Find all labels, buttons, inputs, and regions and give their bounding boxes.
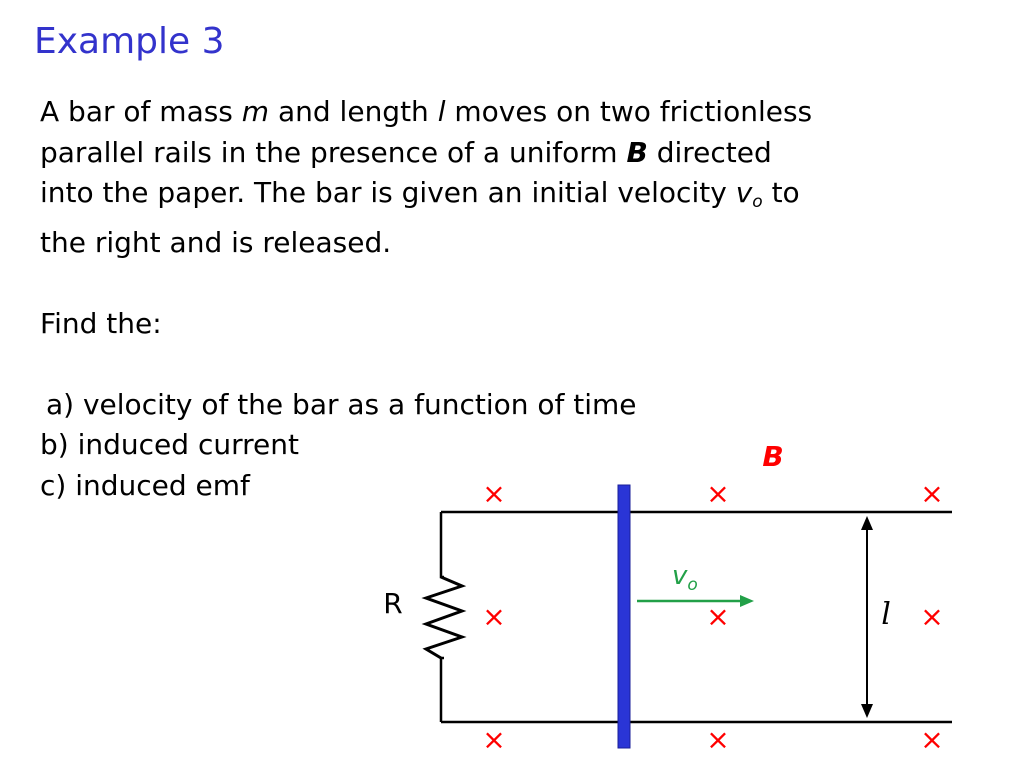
field-marker: × bbox=[706, 477, 729, 510]
field-marker: × bbox=[920, 477, 943, 510]
velocity-arrowhead bbox=[740, 595, 754, 607]
field-marker: × bbox=[482, 477, 505, 510]
mass-symbol: m bbox=[241, 95, 270, 128]
field-marker: × bbox=[482, 723, 505, 756]
left-wire-bottom bbox=[439, 656, 444, 722]
slide-title: Example 3 bbox=[34, 21, 225, 62]
field-symbol: B bbox=[626, 135, 648, 169]
statement-line-2: parallel rails in the presence of a unif… bbox=[40, 135, 772, 169]
sliding-bar bbox=[617, 484, 631, 749]
field-label: B bbox=[762, 440, 783, 473]
field-marker: × bbox=[920, 600, 943, 633]
question-item-a: a) velocity of the bar as a function of … bbox=[46, 387, 637, 421]
length-arrowhead-bottom bbox=[861, 704, 873, 718]
question-item-b: b) induced current bbox=[40, 428, 299, 461]
find-label: Find the: bbox=[40, 306, 162, 340]
resistor-label: R bbox=[383, 587, 402, 620]
statement-line-4: the right and is released. bbox=[40, 225, 392, 259]
field-markers: × × × × × × × × × bbox=[482, 477, 943, 756]
length-symbol: l bbox=[437, 95, 446, 128]
length-label: l bbox=[881, 597, 891, 632]
velocity-label: vo bbox=[672, 561, 698, 595]
statement-line-1: A bar of mass m and length l moves on tw… bbox=[40, 95, 813, 128]
question-item-c: c) induced emf bbox=[40, 468, 250, 502]
statement-line-3: into the paper. The bar is given an init… bbox=[40, 176, 800, 212]
length-arrowhead-top bbox=[861, 516, 873, 530]
velocity-subscript: o bbox=[752, 192, 763, 212]
velocity-symbol: v bbox=[735, 176, 753, 209]
left-wire-top bbox=[439, 512, 444, 579]
resistor bbox=[421, 575, 467, 660]
problem-text: A bar of mass m and length l moves on tw… bbox=[40, 92, 940, 506]
field-marker: × bbox=[706, 723, 729, 756]
field-marker: × bbox=[920, 723, 943, 756]
field-marker: × bbox=[482, 600, 505, 633]
field-marker: × bbox=[706, 600, 729, 633]
